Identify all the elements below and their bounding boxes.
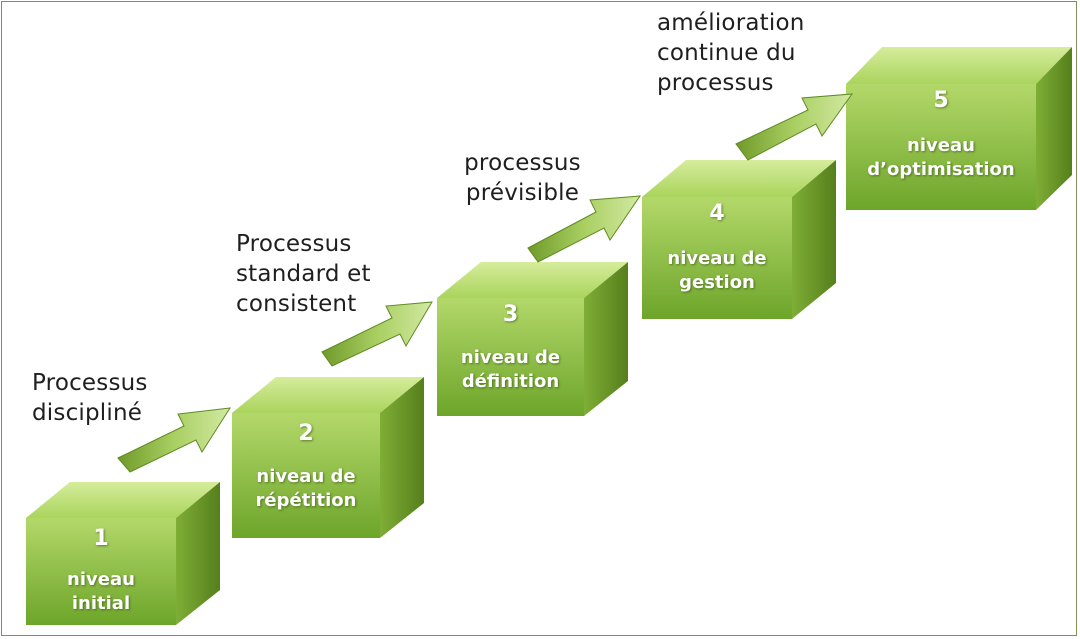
level-name: niveau de définition xyxy=(460,347,561,392)
transition-arrow-4 xyxy=(735,93,854,161)
level-number: 3 xyxy=(502,302,519,327)
level-2-label: 2 niveau de répétition xyxy=(232,413,380,538)
level-2-cube xyxy=(232,377,424,538)
cube-side-face xyxy=(380,377,424,538)
level-1-label: 1 niveau initial xyxy=(26,518,176,625)
transition-label-4: amélioration continue du processus xyxy=(657,10,805,96)
level-name: niveau de répétition xyxy=(255,466,357,511)
level-3-label: 3 niveau de définition xyxy=(437,298,584,416)
cube-side-face xyxy=(584,262,628,416)
transition-label-3: processus prévisible xyxy=(464,150,581,206)
level-number: 2 xyxy=(298,421,314,446)
level-number: 4 xyxy=(709,201,725,226)
cube-front-face xyxy=(26,518,176,625)
cube-top-face xyxy=(232,377,424,413)
cube-side-face xyxy=(1036,47,1072,210)
level-1-cube xyxy=(26,482,220,625)
cube-front-face xyxy=(232,413,380,538)
level-3-cube xyxy=(437,262,628,416)
level-number: 1 xyxy=(93,526,109,551)
cube-top-face xyxy=(437,262,628,298)
cube-top-face xyxy=(26,482,220,518)
level-5-label: 5 niveau d’optimisation xyxy=(846,84,1036,210)
transition-arrow-2 xyxy=(321,301,433,367)
cube-top-face xyxy=(846,47,1072,84)
level-4-label: 4 niveau de gestion xyxy=(642,197,792,319)
cube-front-face xyxy=(642,197,792,319)
cube-side-face xyxy=(176,482,220,625)
cube-top-face xyxy=(642,160,836,197)
level-5-cube xyxy=(846,47,1072,210)
transition-label-1: Processus discipliné xyxy=(32,370,148,426)
level-number: 5 xyxy=(933,88,949,113)
cube-side-face xyxy=(792,160,836,319)
transition-arrow-3 xyxy=(527,195,642,263)
level-name: niveau initial xyxy=(67,569,135,614)
level-name: niveau de gestion xyxy=(667,248,767,293)
level-name: niveau d’optimisation xyxy=(867,135,1015,180)
level-4-cube xyxy=(642,160,836,319)
cube-front-face xyxy=(437,298,584,416)
transition-label-2: Processus standard et consistent xyxy=(236,231,371,317)
transition-arrow-1 xyxy=(117,407,231,473)
cube-front-face xyxy=(846,84,1036,210)
